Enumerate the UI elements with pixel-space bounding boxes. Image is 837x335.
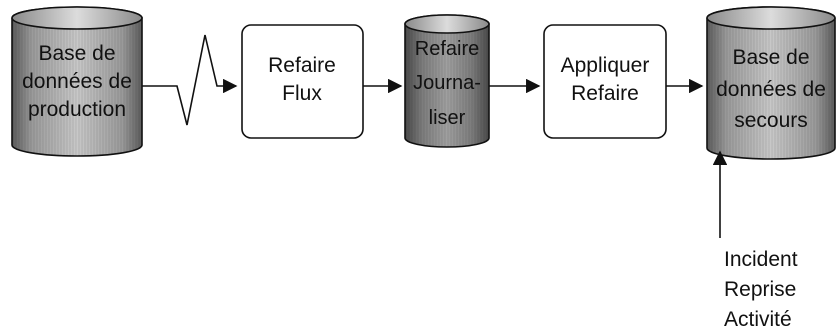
failover-annotation: Incident Reprise Activité [724,248,798,331]
standby-db-label-line-3: secours [734,109,808,132]
redo-log-label-line-1: Refaire [415,38,479,60]
redo-stream-label-line-1: Refaire [268,54,336,77]
standby-db-label-line-1: Base de [732,46,809,69]
failover-label-line-1: Incident [724,248,798,271]
redo-log-label-line-3: liser [429,107,466,129]
network-link-connector [142,34,238,126]
redo-stream-label-line-2: Flux [282,82,322,105]
redo-log-label-line-2: Journa- [413,72,481,94]
production-db-label-line-3: production [28,98,126,121]
redo-stream-node: Refaire Flux [241,24,364,139]
apply-redo-label-line-2: Refaire [571,82,639,105]
failover-label-line-3: Activité [724,308,792,331]
production-database-node: Base de données de production [11,6,143,157]
apply-redo-label-line-1: Appliquer [561,54,650,77]
production-db-label-line-2: données de [22,70,132,93]
failover-label-line-2: Reprise [724,278,796,301]
redo-log-node: Refaire Journa- liser [404,14,490,148]
production-db-label-line-1: Base de [38,42,115,65]
standby-database-node: Base de données de secours [706,6,836,160]
apply-redo-node: Appliquer Refaire [543,24,667,139]
standby-db-label-line-2: données de [716,78,826,101]
